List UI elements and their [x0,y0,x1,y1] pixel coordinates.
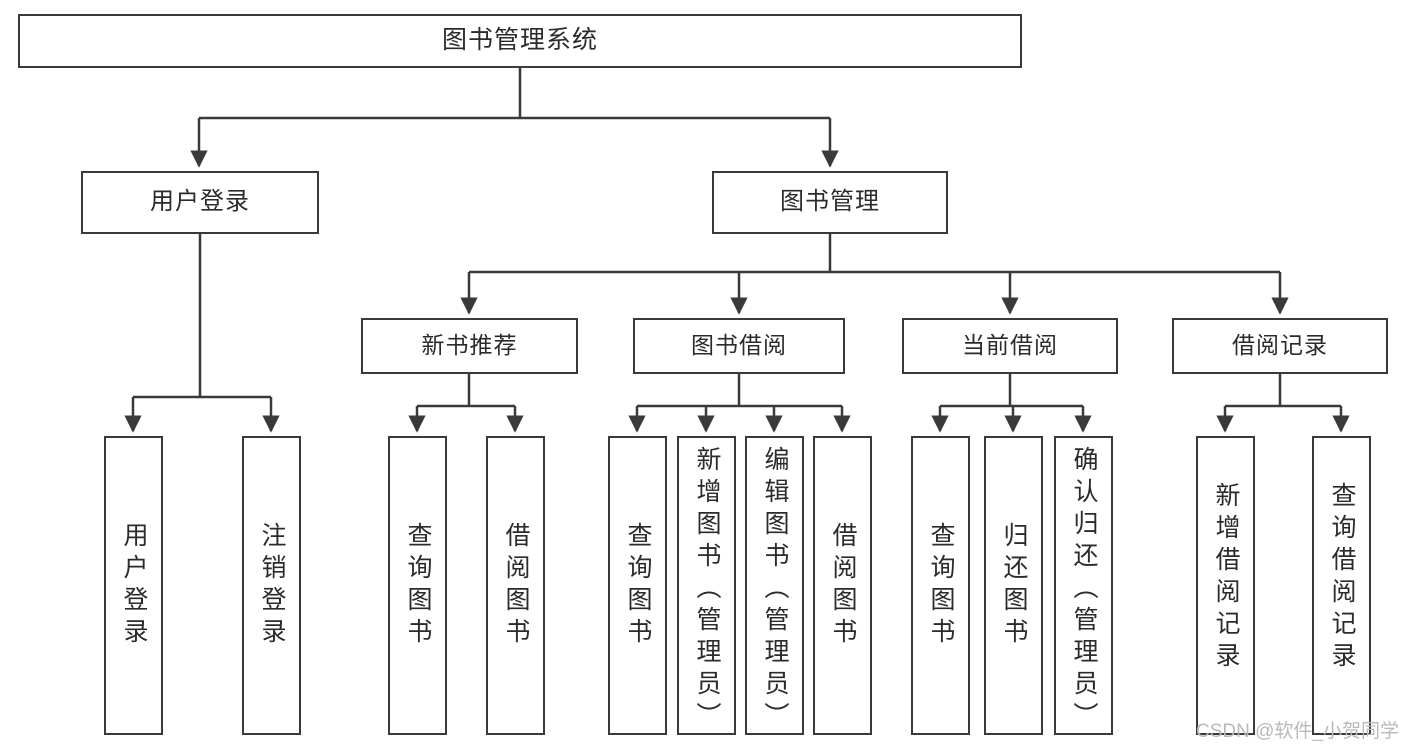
node-book-management[interactable]: 图书管理 [712,171,948,234]
node-user-login-label: 用户登录 [150,188,250,216]
leaf-logout[interactable]: 注销登录 [242,436,301,735]
leaf-query-book-label: 查询图书 [624,522,652,650]
leaf-user-login[interactable]: 用户登录 [104,436,163,735]
leaf-borrow-book-recommend[interactable]: 借阅图书 [486,436,545,735]
node-new-book-recommend-label: 新书推荐 [421,332,518,359]
leaf-add-book-admin-label: 新增图书（管理员） [693,446,721,734]
leaf-user-login-label: 用户登录 [120,522,148,650]
leaf-borrow-book-recommend-label: 借阅图书 [502,522,530,650]
node-root[interactable]: 图书管理系统 [18,14,1022,68]
node-borrow-record-label: 借阅记录 [1232,332,1328,359]
leaf-return-book[interactable]: 归还图书 [984,436,1043,735]
node-borrow-record[interactable]: 借阅记录 [1172,318,1388,374]
leaf-query-book[interactable]: 查询图书 [608,436,667,735]
leaf-confirm-return-admin[interactable]: 确认归还（管理员） [1054,436,1113,735]
node-book-borrow-label: 图书借阅 [691,332,787,359]
leaf-lend-book-label: 借阅图书 [829,522,857,650]
node-root-label: 图书管理系统 [441,26,598,55]
leaf-query-book-recommend[interactable]: 查询图书 [388,436,447,735]
leaf-confirm-return-admin-label: 确认归还（管理员） [1070,446,1098,734]
node-book-management-label: 图书管理 [780,188,880,216]
leaf-add-borrow-record-label: 新增借阅记录 [1212,482,1240,674]
leaf-query-borrow-record-label: 查询借阅记录 [1328,482,1356,674]
leaf-logout-label: 注销登录 [258,522,286,650]
leaf-query-current-book-label: 查询图书 [927,522,955,650]
leaf-query-book-recommend-label: 查询图书 [404,522,432,650]
leaf-add-book-admin[interactable]: 新增图书（管理员） [677,436,736,735]
node-book-borrow[interactable]: 图书借阅 [633,318,845,374]
leaf-return-book-label: 归还图书 [1000,522,1028,650]
leaf-edit-book-admin[interactable]: 编辑图书（管理员） [745,436,804,735]
leaf-lend-book[interactable]: 借阅图书 [813,436,872,735]
node-current-borrow-label: 当前借阅 [962,332,1058,359]
leaf-query-current-book[interactable]: 查询图书 [911,436,970,735]
node-current-borrow[interactable]: 当前借阅 [902,318,1118,374]
leaf-query-borrow-record[interactable]: 查询借阅记录 [1312,436,1371,735]
leaf-add-borrow-record[interactable]: 新增借阅记录 [1196,436,1255,735]
watermark: CSDN @软件_小贺同学 [1196,721,1399,742]
node-new-book-recommend[interactable]: 新书推荐 [361,318,578,374]
leaf-edit-book-admin-label: 编辑图书（管理员） [761,446,789,734]
node-user-login[interactable]: 用户登录 [81,171,319,234]
